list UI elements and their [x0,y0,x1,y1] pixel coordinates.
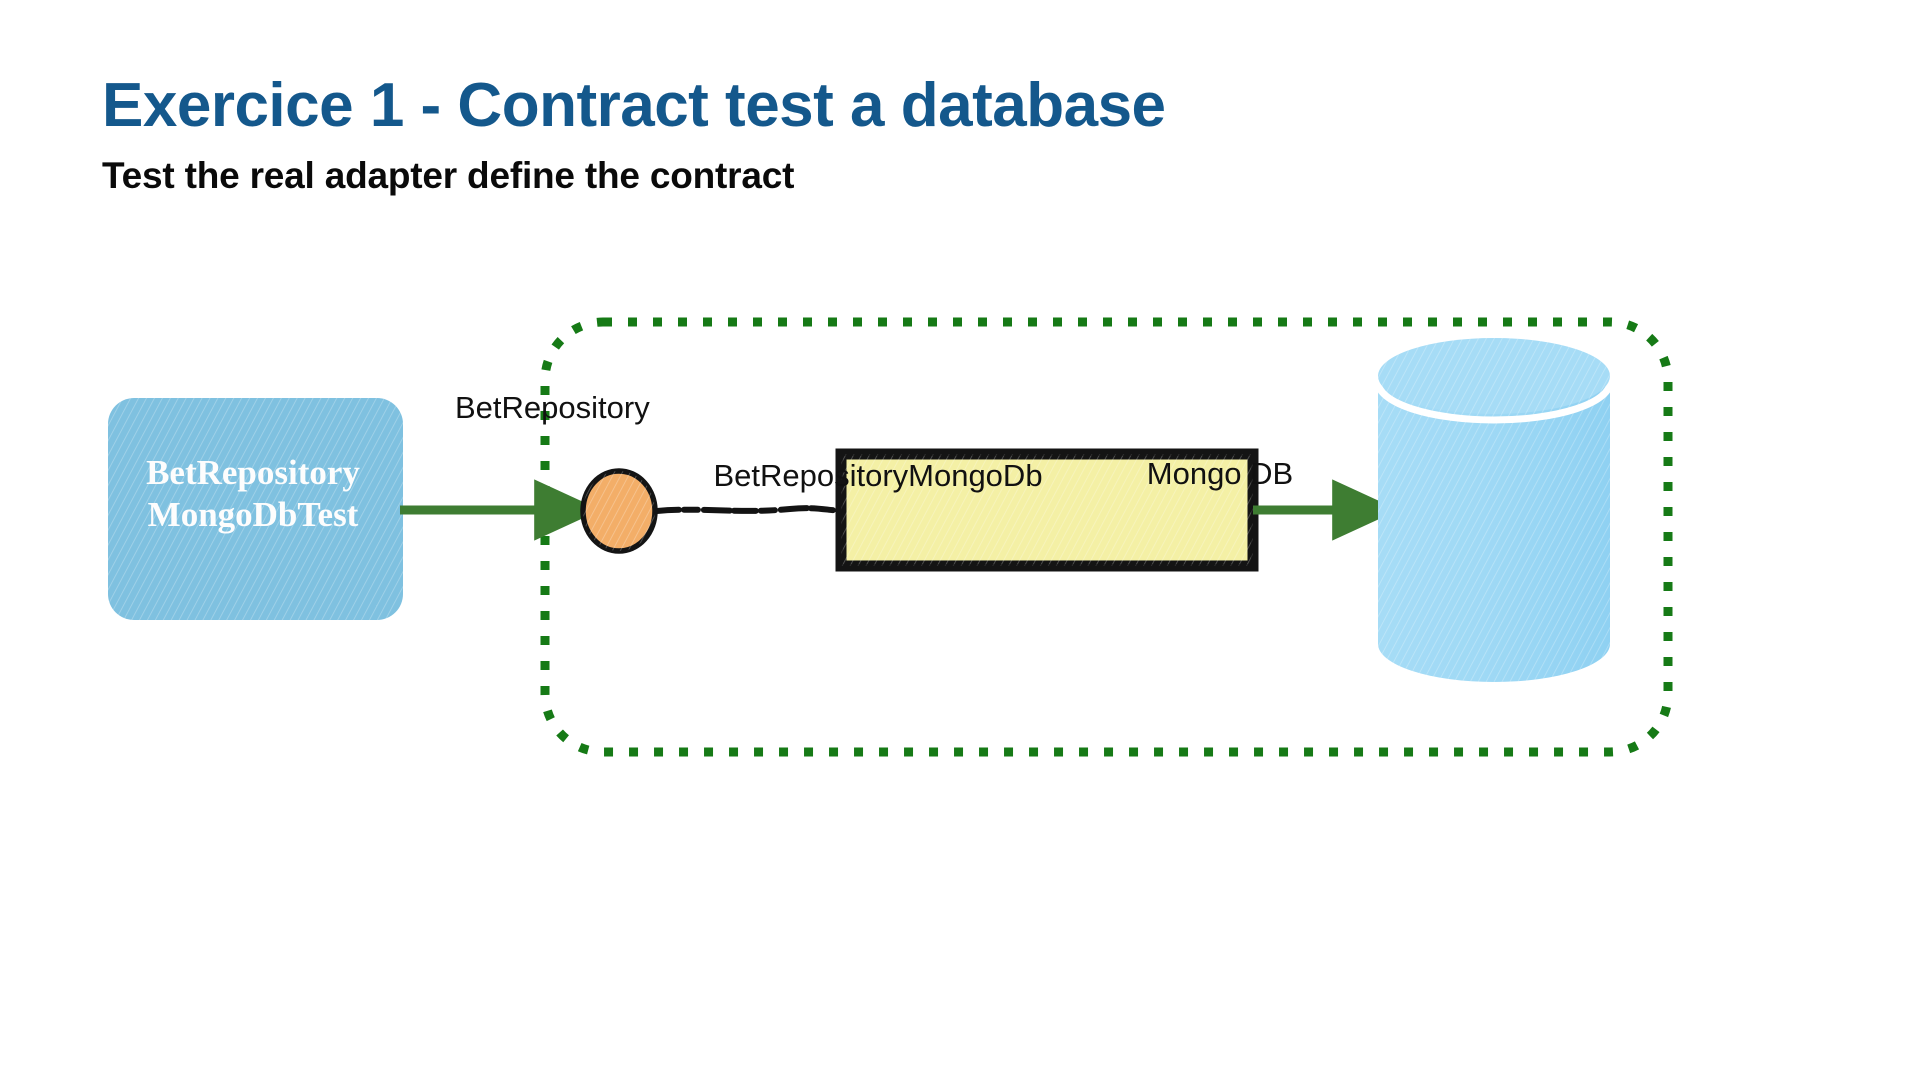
adapter-box [835,448,1259,572]
slide-header: Exercice 1 - Contract test a database Te… [102,72,1802,198]
port-circle [580,468,658,554]
page-subtitle: Test the real adapter define the contrac… [102,155,795,196]
test-box [108,398,403,620]
architecture-diagram: BetRepository MongoDbTest BetRepository … [0,300,1920,780]
database-cylinder [1374,338,1614,682]
diagram-canvas [108,317,1673,757]
page-title: Exercice 1 - Contract test a database [102,71,1166,140]
connector-port-to-adapter [654,505,846,514]
